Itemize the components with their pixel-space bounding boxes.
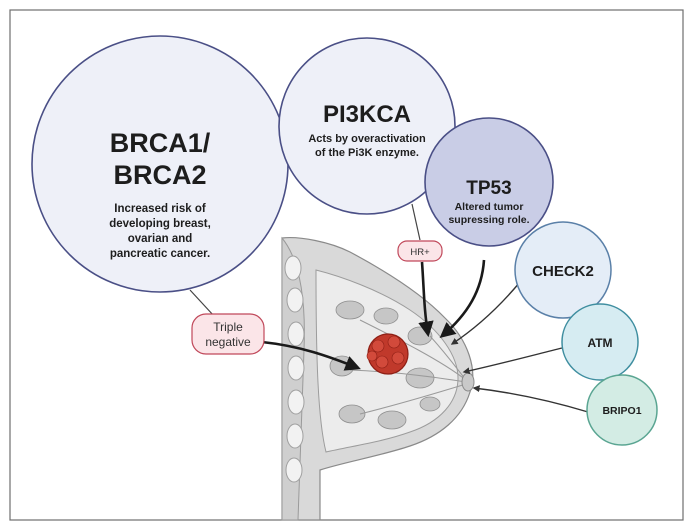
connectors	[189, 203, 589, 413]
bubble-bripo1: BRIPO1	[586, 374, 658, 446]
triple-negative-arrow	[261, 340, 361, 371]
atm-title: ATM	[587, 336, 612, 350]
bubble-pi3kca: PI3KCA Acts by overactivation of the Pi3…	[278, 37, 456, 215]
brca-title-line1: BRCA1/	[110, 128, 211, 158]
nipple	[461, 372, 475, 392]
bripo1-arrow	[472, 385, 589, 413]
pi3kca-desc-line1: Acts by overactivation	[308, 133, 426, 145]
tp53-desc-line2: supressing role.	[448, 214, 529, 226]
hr-plus-label: HR+	[410, 247, 430, 258]
atm-arrow	[462, 347, 563, 375]
brca-connector	[189, 289, 215, 317]
bubble-tp53: TP53 Altered tumor supressing role.	[424, 117, 554, 247]
tumor	[366, 333, 409, 375]
hr-plus-arrow	[418, 261, 434, 338]
ribs	[284, 255, 305, 483]
tp53-arrow	[439, 259, 486, 339]
bubble-atm: ATM	[561, 303, 639, 381]
brca-desc-line1: Increased risk of	[114, 203, 206, 215]
tag-triple-negative: Triple negative	[191, 313, 265, 355]
triple-negative-line1: Triple	[213, 320, 243, 334]
check2-title: CHECK2	[532, 263, 594, 280]
brca-title-line2: BRCA2	[113, 160, 206, 190]
pi3kca-connector	[411, 203, 421, 241]
brca-desc-line2: developing breast,	[109, 218, 211, 230]
check2-arrow	[450, 281, 521, 345]
tag-hr-plus: HR+	[397, 240, 443, 262]
bubble-check2: CHECK2	[514, 221, 612, 319]
pi3kca-title: PI3KCA	[323, 101, 411, 128]
brca-desc-line4: pancreatic cancer.	[110, 248, 210, 260]
tp53-title: TP53	[466, 178, 511, 199]
bubble-brca: BRCA1/ BRCA2 Increased risk of developin…	[31, 35, 289, 293]
tp53-desc-line1: Altered tumor	[455, 201, 524, 213]
triple-negative-line2: negative	[205, 335, 251, 349]
brca-desc-line3: ovarian and	[128, 233, 193, 245]
pi3kca-desc-line2: of the Pi3K enzyme.	[315, 147, 419, 159]
bripo1-title: BRIPO1	[602, 405, 641, 417]
